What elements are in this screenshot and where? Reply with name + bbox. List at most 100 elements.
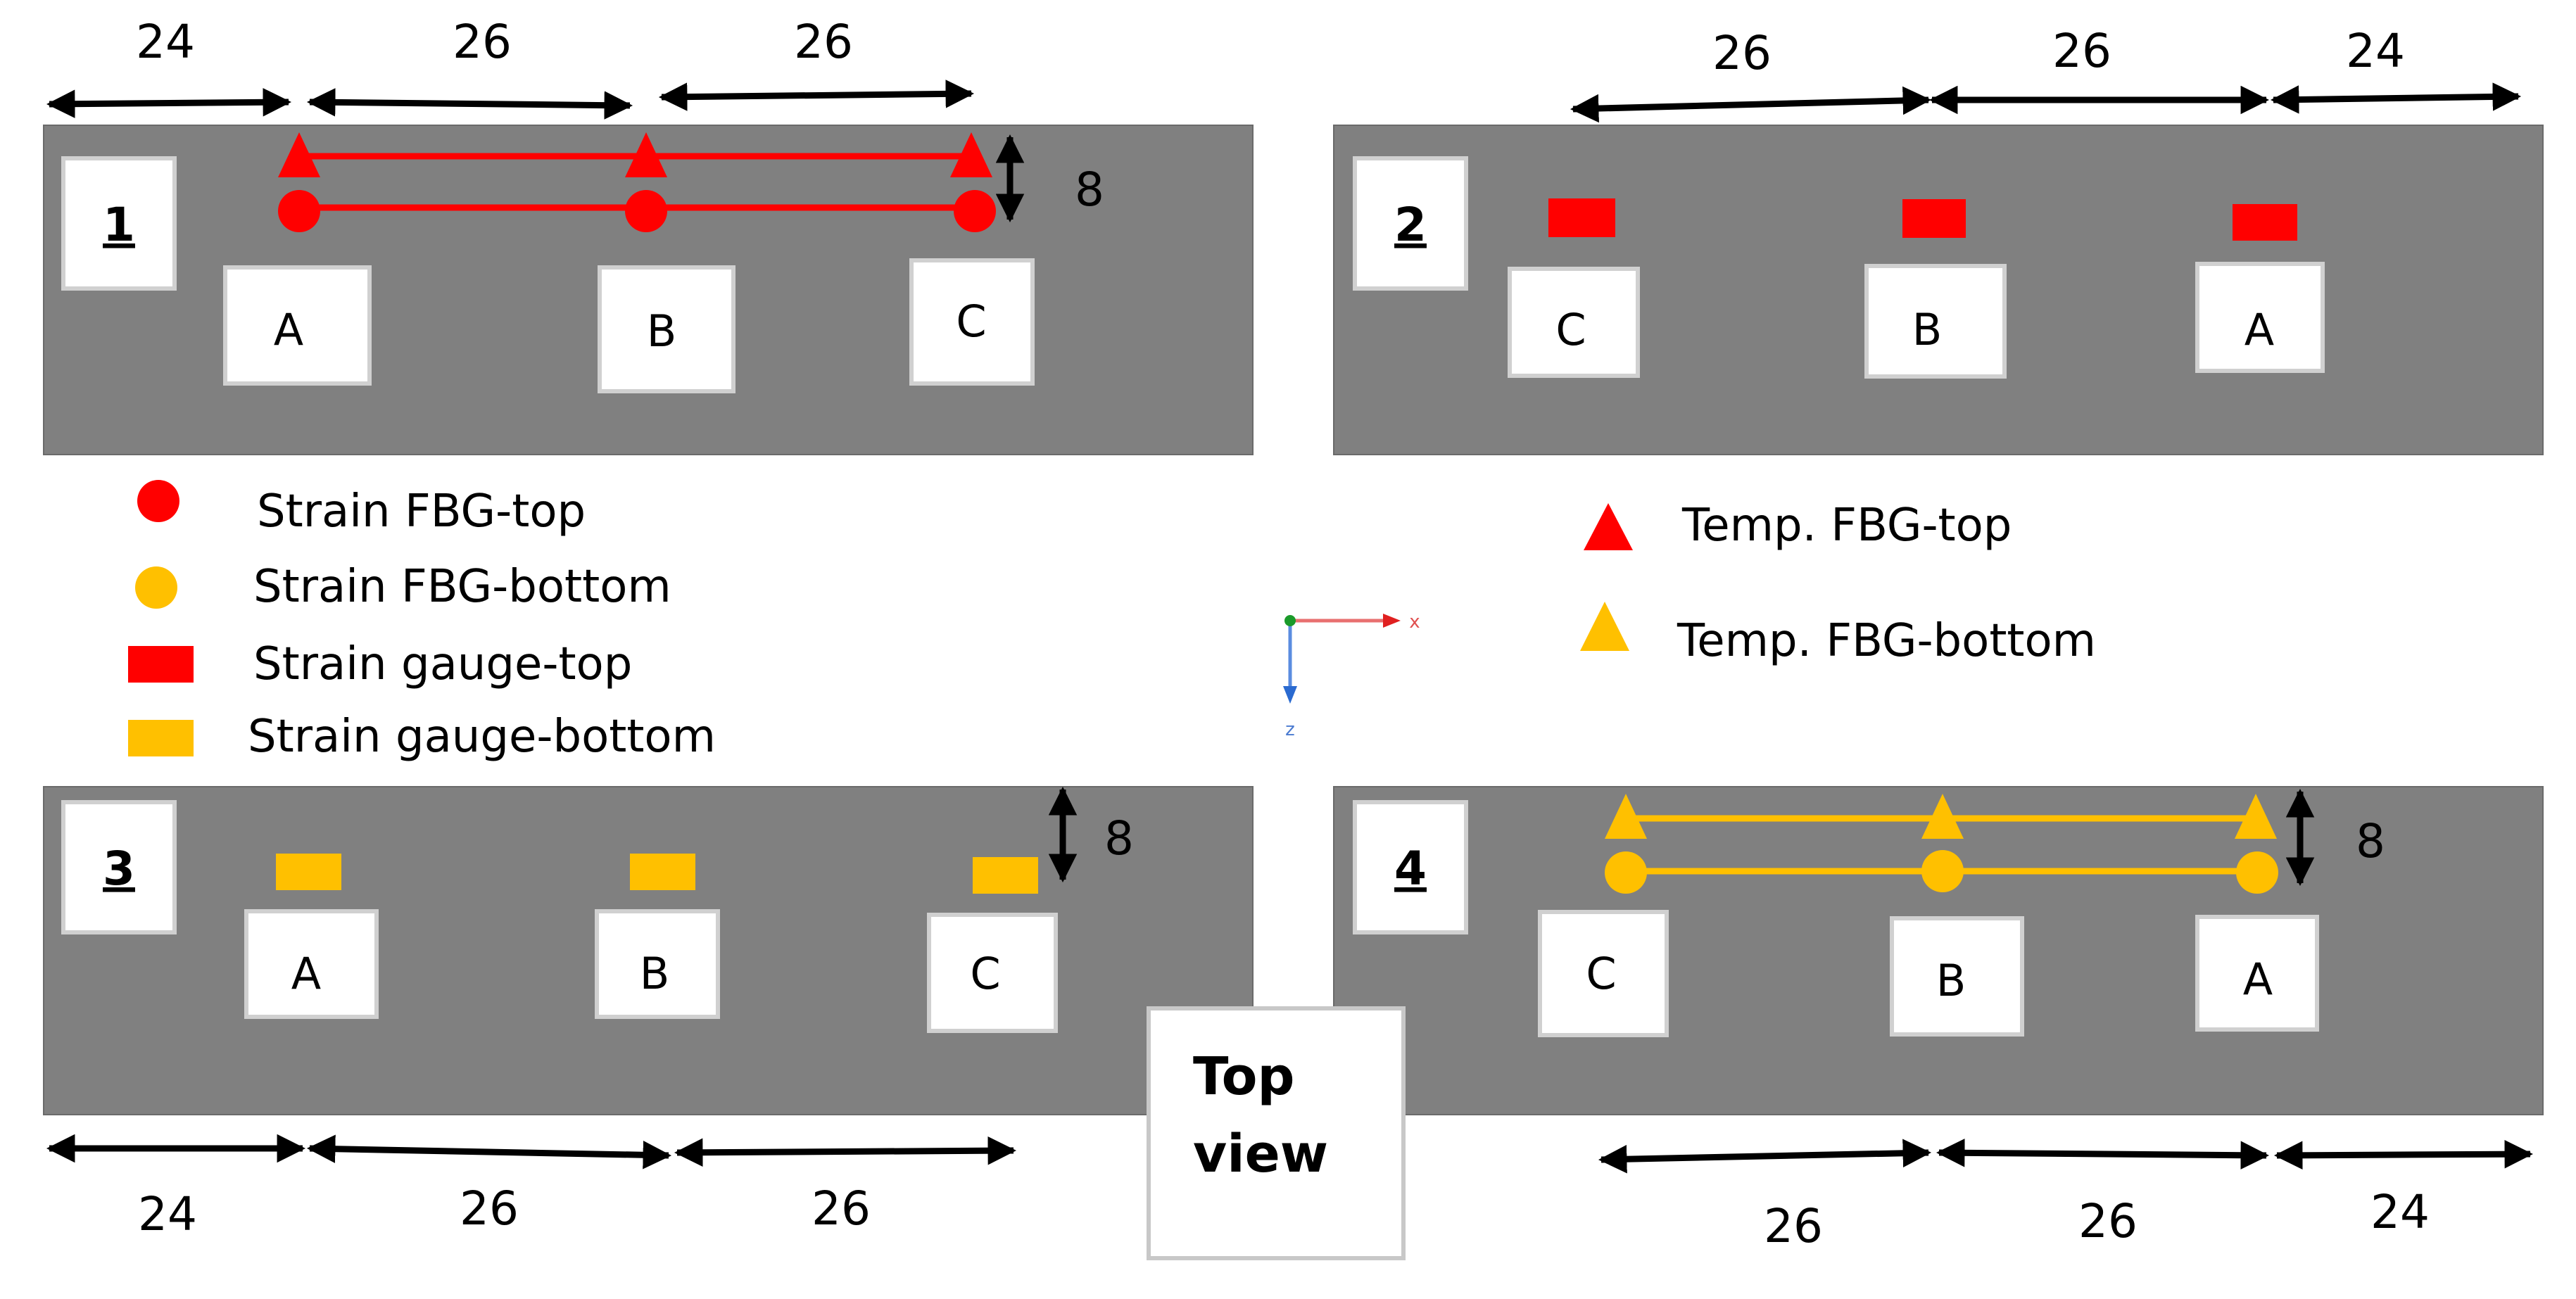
temp-fbg-top-marker [278,132,320,177]
strain-fbg-bottom-legend-icon [135,566,177,609]
panel-number-box [1353,156,1468,291]
z-axis-label: z [1285,719,1295,740]
location-label: A [274,304,303,355]
strain-gauge-top-marker [2233,204,2297,241]
dimension-label: 24 [138,1187,197,1241]
location-box [1508,267,1640,378]
dimensions-panel-3: 24 26 26 [46,1134,1017,1241]
dimension-arrow [674,1136,1017,1167]
temp-fbg-bottom-legend-icon [1580,602,1629,651]
dimension-label: 26 [812,1181,871,1236]
strain-gauge-bottom-legend-icon [128,720,194,756]
axes-origin [1284,615,1296,626]
location-box [244,909,379,1019]
x-axis-label: x [1409,612,1420,633]
panel-number-box [1353,800,1468,934]
dimension-label: 24 [2346,24,2405,78]
coordinate-axes: x z [1283,612,1420,740]
temp-fbg-top-legend-icon [1584,503,1633,550]
legend-strain-gauge-top: Strain gauge-top [253,638,632,690]
location-label: A [2243,953,2273,1005]
strain-fbg-top-legend-icon [137,480,179,522]
location-box [595,909,720,1019]
location-label: A [291,948,321,999]
strain-gauge-bottom-marker [973,857,1038,894]
x-axis-arrowhead [1383,614,1401,628]
dimension-label: 26 [1712,26,1772,80]
location-label: B [1936,955,1966,1006]
strain-fbg-bottom-marker [1921,850,1964,892]
top-view-frame [1147,1006,1406,1260]
panel-2: 2 C B A [1333,125,2544,455]
legend-strain-fbg-top: Strain FBG-top [257,486,586,538]
dimension-arrow [1570,86,1932,123]
dimension-label: 26 [453,15,512,69]
location-box [223,265,372,386]
panel-number: 3 [103,842,135,896]
location-box [598,265,735,393]
location-box [2195,915,2319,1032]
temp-fbg-top-marker [625,132,667,177]
panel-number-box [61,800,177,934]
dimensions-panel-1: 24 26 26 [46,15,975,120]
location-label: C [1586,948,1616,999]
dimensions-panel-2: 26 26 24 [1570,24,2522,123]
panel-number: 1 [103,198,135,252]
top-view-label-line2: view [1193,1124,1328,1184]
legend-temp-fbg-bottom: Temp. FBG-bottom [1677,615,2096,667]
dimension-arrow [658,80,975,111]
dimension-label: 26 [1764,1199,1823,1253]
temp-fbg-bottom-marker [2235,794,2277,839]
top-view-label-line1: Top [1193,1046,1294,1107]
panel-1: 1 8 A B C [43,125,1254,455]
location-box [1864,264,2007,379]
location-label: B [647,305,677,357]
temp-fbg-bottom-marker [1921,794,1964,839]
location-box [909,258,1035,386]
dimensions-panel-4: 26 26 24 [1598,1139,2534,1253]
panel-4: 4 8 C B A [1333,786,2544,1115]
strain-gauge-top-marker [1548,198,1615,237]
dimension-arrow [306,1134,672,1170]
strain-fbg-top-marker [954,190,996,232]
location-box [1538,910,1669,1037]
legend-strain-fbg-bottom: Strain FBG-bottom [253,561,671,613]
location-label: B [1912,304,1943,355]
dimension-label: 26 [2078,1194,2138,1248]
dimension-label: 26 [460,1181,519,1236]
location-label: C [956,296,986,347]
dimension-label: 26 [2052,24,2111,78]
strain-fbg-top-marker [278,190,320,232]
location-box [1890,916,2024,1037]
panel-number: 2 [1394,198,1427,252]
dimension-arrow [306,88,633,120]
strain-fbg-bottom-marker [1605,851,1647,894]
dimension-label: 8 [2356,814,2385,868]
location-label: C [970,948,1000,999]
location-label: C [1555,304,1586,355]
location-label: A [2244,304,2274,355]
strain-fbg-top-marker [625,190,667,232]
location-label: B [640,948,670,999]
temp-fbg-top-marker [950,132,992,177]
dimension-label: 8 [1104,811,1134,866]
top-view-box: Top view [1147,1006,1406,1260]
z-axis-arrowhead [1283,686,1297,704]
dimension-label: 8 [1075,163,1104,217]
legend: Strain FBG-top Strain FBG-bottom Strain … [128,480,2096,763]
strain-gauge-bottom-marker [276,854,341,890]
strain-fbg-bottom-marker [2236,851,2278,894]
dimension-arrow [1936,1139,2270,1170]
location-box [927,913,1058,1033]
location-box [2195,262,2325,373]
legend-strain-gauge-bottom: Strain gauge-bottom [248,711,716,763]
dimension-arrow [2273,1139,2534,1170]
dimension-label: 24 [136,15,195,69]
temp-fbg-bottom-marker [1605,794,1647,839]
dimension-label: 24 [2370,1185,2430,1239]
dimension-arrow [46,88,292,118]
panel-number-box [61,156,177,291]
strain-gauge-top-legend-icon [128,646,194,683]
panel-3: 3 8 A B C [43,786,1254,1115]
